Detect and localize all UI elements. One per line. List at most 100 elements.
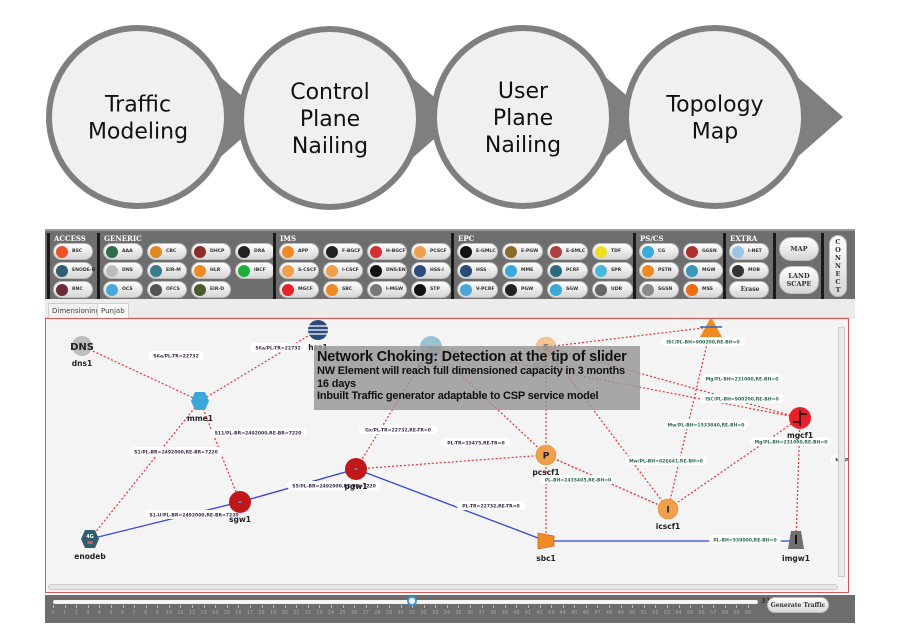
palette-button-rnc[interactable]: RNC	[53, 281, 93, 298]
palette-button-app[interactable]: APP	[279, 243, 319, 260]
edge-pgw1-sbc1[interactable]	[355, 468, 547, 542]
palette-button-ocs[interactable]: OCS	[103, 281, 143, 298]
palette-button-ofcs[interactable]: OFCS	[147, 281, 187, 298]
edge-app1-icscf1[interactable]	[667, 326, 712, 510]
vertical-scrollbar[interactable]	[838, 327, 845, 577]
palette-button-mgw[interactable]: MGW	[683, 262, 723, 279]
lightning-icon	[351, 462, 361, 476]
palette-button-f-bgcf[interactable]: F-BGCF	[323, 243, 363, 260]
hlr-icon	[194, 264, 206, 277]
edge-label-bg	[663, 420, 749, 429]
horizontal-scrollbar[interactable]	[48, 584, 838, 590]
slider-tick	[666, 605, 668, 608]
pgw-icon	[505, 283, 517, 296]
palette-button-s-cscf[interactable]: S-CSCF	[279, 262, 319, 279]
slider-tick-label: 21	[293, 610, 300, 616]
palette-button-pcscf[interactable]: PCSCF	[411, 243, 451, 260]
edge-pcrf1-mgcf1[interactable]	[430, 346, 801, 419]
overlay-title: Network Choking: Detection at the tip of…	[317, 349, 627, 365]
palette-button-sgw[interactable]: SGW	[547, 281, 588, 298]
e-smlc-icon	[550, 245, 562, 258]
tab-dimensioning[interactable]: Dimensioning	[48, 303, 105, 318]
palette-button-spr[interactable]: SPR	[592, 262, 633, 279]
palette-button-dra[interactable]: DRA	[235, 243, 275, 260]
node-app1[interactable]	[700, 319, 722, 337]
slider-tick-label: 13	[200, 610, 207, 616]
palette-button-aaa[interactable]: AAA	[103, 243, 143, 260]
palette-button-hlr[interactable]: HLR	[191, 262, 231, 279]
palette-button-udr[interactable]: UDR	[592, 281, 633, 298]
slider-tick-label: 51	[640, 610, 647, 616]
palette-button-enode-b[interactable]: ENODE-B	[53, 262, 95, 279]
node-mme1[interactable]: mme1	[187, 392, 213, 423]
edge-mme1-enodeb[interactable]	[89, 400, 201, 540]
palette-button-eir-d[interactable]: EIR-D	[191, 281, 231, 298]
palette-button-i-cscf[interactable]: I-CSCF	[323, 262, 363, 279]
palette-button-e-smlc[interactable]: E-SMLC	[547, 243, 588, 260]
palette-button-label: OCS	[122, 287, 133, 292]
palette-button-pgw[interactable]: PGW	[502, 281, 543, 298]
palette-button-cbc[interactable]: CBC	[147, 243, 187, 260]
edge-dns1-mme1[interactable]	[81, 345, 201, 402]
slider-tick-label: 57	[710, 610, 717, 616]
node-imgw1[interactable]: imgw1	[782, 531, 810, 563]
palette-button-dns-en[interactable]: DNS/EN	[367, 262, 407, 279]
edge-hss1-mme1[interactable]	[199, 329, 319, 402]
edge-pgw1-pcscf1[interactable]	[355, 454, 547, 470]
node-sgw1[interactable]: sgw1	[229, 491, 251, 524]
node-pgw1[interactable]: pgw1	[345, 458, 368, 491]
palette-button-hss[interactable]: HSS	[457, 262, 498, 279]
palette-button-sbc[interactable]: SBC	[323, 281, 363, 298]
palette-button-label: UDR	[611, 287, 623, 292]
palette-button-pcrf[interactable]: PCRF	[547, 262, 588, 279]
palette-button-bsc[interactable]: BSC	[53, 243, 93, 260]
palette-button-eir-m[interactable]: EIR-M	[147, 262, 187, 279]
generate-traffic-button[interactable]: Generate Traffic	[767, 597, 829, 613]
palette-button-v-pcrf[interactable]: V-PCRF	[457, 281, 498, 298]
slider-track[interactable]	[53, 600, 758, 604]
dns-icon	[72, 336, 92, 356]
palette-button-hss-i[interactable]: HSS-I	[411, 262, 451, 279]
edge-enodeb-sgw1[interactable]	[89, 501, 241, 540]
node-label: sgw1	[229, 515, 251, 524]
palette-button-mss[interactable]: MSS	[683, 281, 723, 298]
palette-button-tdf[interactable]: TDF	[592, 243, 633, 260]
node-label: imgw1	[782, 554, 810, 563]
node-mgcf1[interactable]: mgcf1	[787, 407, 813, 440]
palette-button-dhcp[interactable]: DHCP	[191, 243, 231, 260]
palette-button-mgcf[interactable]: MGCF	[279, 281, 319, 298]
erase-button[interactable]: Erase	[729, 281, 769, 298]
slider-thumb[interactable]	[407, 596, 418, 606]
palette-button-h-bgcf[interactable]: H-BGCF	[367, 243, 407, 260]
palette-button-i-mgw[interactable]: I-MGW	[367, 281, 407, 298]
palette-button-ibcf[interactable]: IBCF	[235, 262, 275, 279]
slider-tick	[273, 605, 275, 608]
palette-button-e-gmlc[interactable]: E-GMLC	[457, 243, 498, 260]
palette-button-stp[interactable]: STP	[411, 281, 451, 298]
palette-button-ggsn[interactable]: GGSN	[683, 243, 723, 260]
slider-tick	[446, 605, 448, 608]
palette-button-sgsn[interactable]: SGSN	[639, 281, 679, 298]
sgw-icon	[550, 283, 562, 296]
node-sbc1[interactable]: sbc1	[536, 532, 556, 563]
palette-button-cg[interactable]: CG	[639, 243, 679, 260]
flow-step-text: Nailing	[485, 133, 561, 158]
palette-button-i-net[interactable]: I-NET	[729, 243, 769, 260]
edge-icscf1-mgcf1[interactable]	[667, 417, 801, 510]
slider-tick	[632, 605, 634, 608]
map-button[interactable]: MAP	[779, 237, 819, 261]
tab-punjab[interactable]: Punjab	[97, 303, 129, 318]
palette-button-dns[interactable]: DNS	[103, 262, 143, 279]
palette-button-pstn[interactable]: PSTN	[639, 262, 679, 279]
palette-button-e-pgw[interactable]: E-PGW	[502, 243, 543, 260]
palette-button-mob[interactable]: MOB	[729, 262, 769, 279]
v-pcrf-icon	[460, 283, 472, 296]
palette-button-mme[interactable]: MME	[502, 262, 543, 279]
